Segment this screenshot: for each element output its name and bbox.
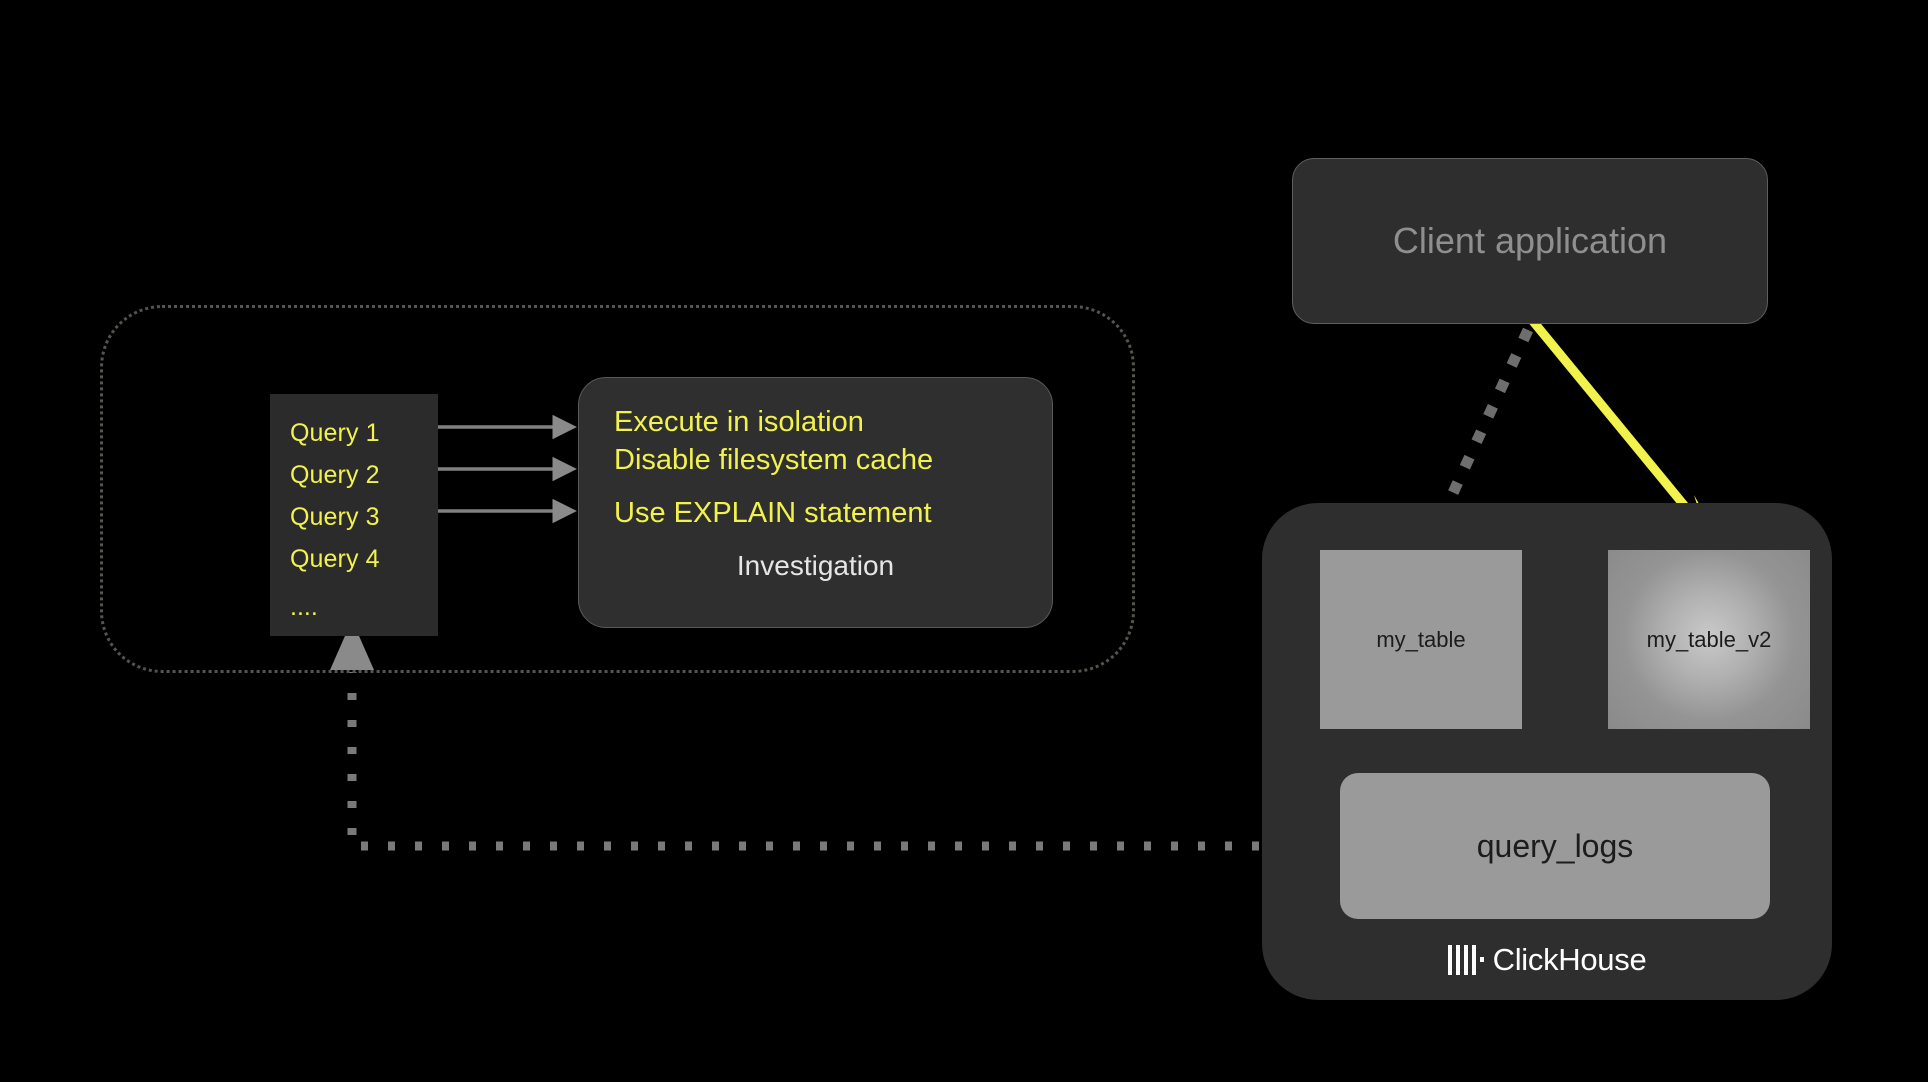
- table-box-my-table-v2[interactable]: my_table_v2: [1608, 550, 1810, 729]
- clickhouse-panel: my_table my_table_v2 query_logs ClickHou…: [1262, 503, 1832, 1000]
- client-application-label: Client application: [1392, 220, 1668, 261]
- list-item[interactable]: Query 4: [290, 545, 380, 573]
- investigation-card: Execute in isolation Disable filesystem …: [578, 377, 1053, 628]
- investigation-tip: Execute in isolation: [614, 406, 864, 438]
- table-label: my_table: [1376, 626, 1466, 652]
- investigation-scope-container: [100, 305, 1135, 673]
- clickhouse-brand: ClickHouse: [1262, 942, 1832, 978]
- table-label: my_table_v2: [1646, 626, 1772, 652]
- table-box-my-table[interactable]: my_table: [1320, 550, 1522, 729]
- list-item[interactable]: Query 1: [290, 419, 380, 447]
- client-application-box: Client application: [1292, 158, 1768, 324]
- investigation-tip: Disable filesystem cache: [614, 444, 934, 476]
- list-item[interactable]: Query 2: [290, 461, 380, 489]
- clickhouse-logo-icon: [1447, 945, 1484, 975]
- query-logs-label: query_logs: [1476, 827, 1634, 864]
- investigation-card-title: Investigation: [736, 550, 895, 581]
- list-item[interactable]: Query 3: [290, 503, 380, 531]
- list-item-ellipsis: ....: [290, 593, 318, 621]
- query-list-box: Query 1 Query 2 Query 3 Query 4 ....: [270, 394, 438, 636]
- clickhouse-wordmark: ClickHouse: [1492, 942, 1647, 977]
- investigation-tip: Use EXPLAIN statement: [614, 497, 932, 529]
- query-logs-box[interactable]: query_logs: [1340, 773, 1770, 919]
